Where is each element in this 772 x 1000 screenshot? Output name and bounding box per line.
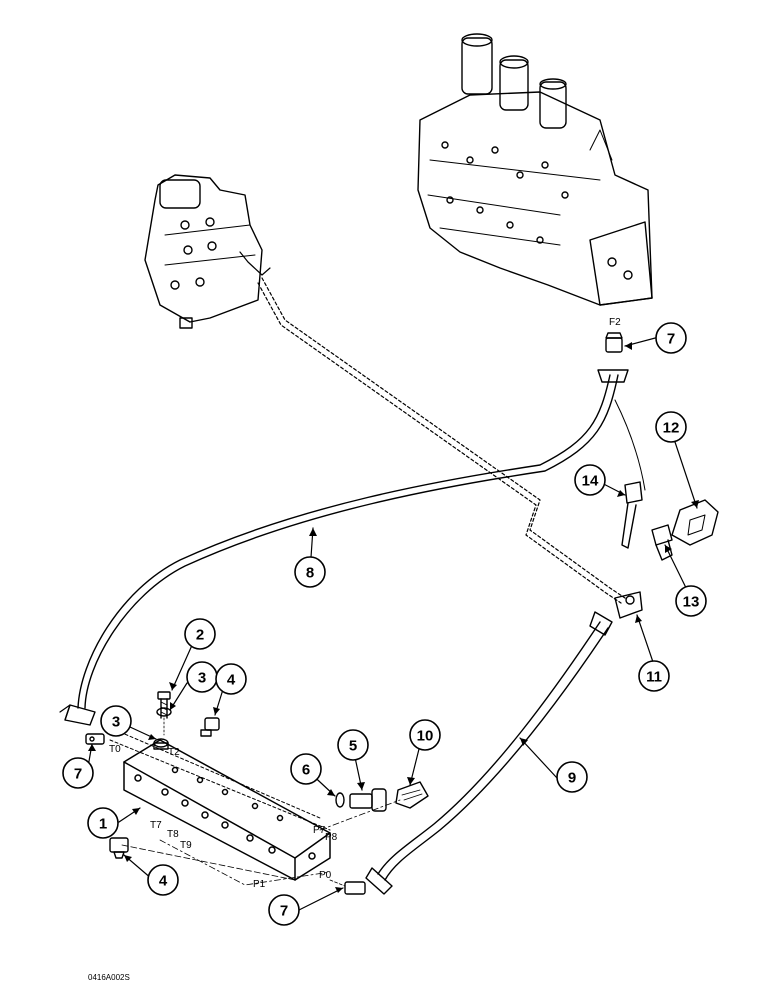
bolt-2 xyxy=(157,691,171,719)
callout-14: 14 xyxy=(582,473,599,490)
port-label-p7: P7 xyxy=(313,825,326,836)
port-label-t2: T2 xyxy=(168,747,180,758)
fitting-p0 xyxy=(329,879,366,895)
bracket-12 xyxy=(671,499,719,546)
pilot-valve xyxy=(144,174,271,329)
callout-6: 6 xyxy=(302,762,310,779)
plug-4-upper xyxy=(200,717,220,737)
clamp-13 xyxy=(651,524,673,561)
callout-12: 12 xyxy=(663,420,680,437)
plug-4-lower xyxy=(109,837,296,881)
callout-7-p0: 7 xyxy=(280,903,288,920)
port-label-p1: P1 xyxy=(253,879,266,890)
port-label-t8: T8 xyxy=(167,829,179,840)
port-label-f2: F2 xyxy=(609,317,621,328)
main-control-valve xyxy=(417,33,653,306)
port-label-t0: T0 xyxy=(109,744,121,755)
callout-8: 8 xyxy=(306,565,314,582)
port-label-t9: T9 xyxy=(180,840,192,851)
callout-3-upper: 3 xyxy=(198,670,206,687)
manifold-block xyxy=(109,731,331,881)
drawing-code: 0416A002S xyxy=(88,973,130,982)
hose-8 xyxy=(59,369,629,726)
port-label-t7: T7 xyxy=(150,820,162,831)
callout-10: 10 xyxy=(417,728,434,745)
connector-10 xyxy=(395,781,429,809)
callout-7-t0: 7 xyxy=(74,766,82,783)
callout-4-upper: 4 xyxy=(227,672,236,689)
clip-14 xyxy=(621,481,643,549)
leader-lines xyxy=(87,336,698,911)
fitting-f2 xyxy=(605,332,623,353)
pilot-line-tube xyxy=(257,277,626,604)
port-label-p8: P8 xyxy=(325,832,338,843)
callout-5: 5 xyxy=(349,738,357,755)
callout-4-lower: 4 xyxy=(159,873,168,890)
leader-arrows xyxy=(88,342,699,893)
callout-circles xyxy=(62,322,707,926)
callout-9: 9 xyxy=(568,770,576,787)
washer-3-upper xyxy=(156,707,172,736)
callout-2: 2 xyxy=(196,627,204,644)
alignment-lines xyxy=(159,799,401,886)
switch-5 xyxy=(349,788,387,812)
callout-13: 13 xyxy=(683,594,700,611)
callout-1: 1 xyxy=(99,816,107,833)
port-label-p0: P0 xyxy=(319,870,332,881)
fitting-t0 xyxy=(85,733,105,745)
fitting-11 xyxy=(614,591,643,619)
callout-11: 11 xyxy=(646,669,662,686)
hose-9 xyxy=(365,611,613,895)
callout-3-lower: 3 xyxy=(112,714,120,731)
o-ring-6 xyxy=(335,792,345,808)
washer-3-lower xyxy=(153,738,169,750)
callout-7-f2: 7 xyxy=(667,331,675,348)
